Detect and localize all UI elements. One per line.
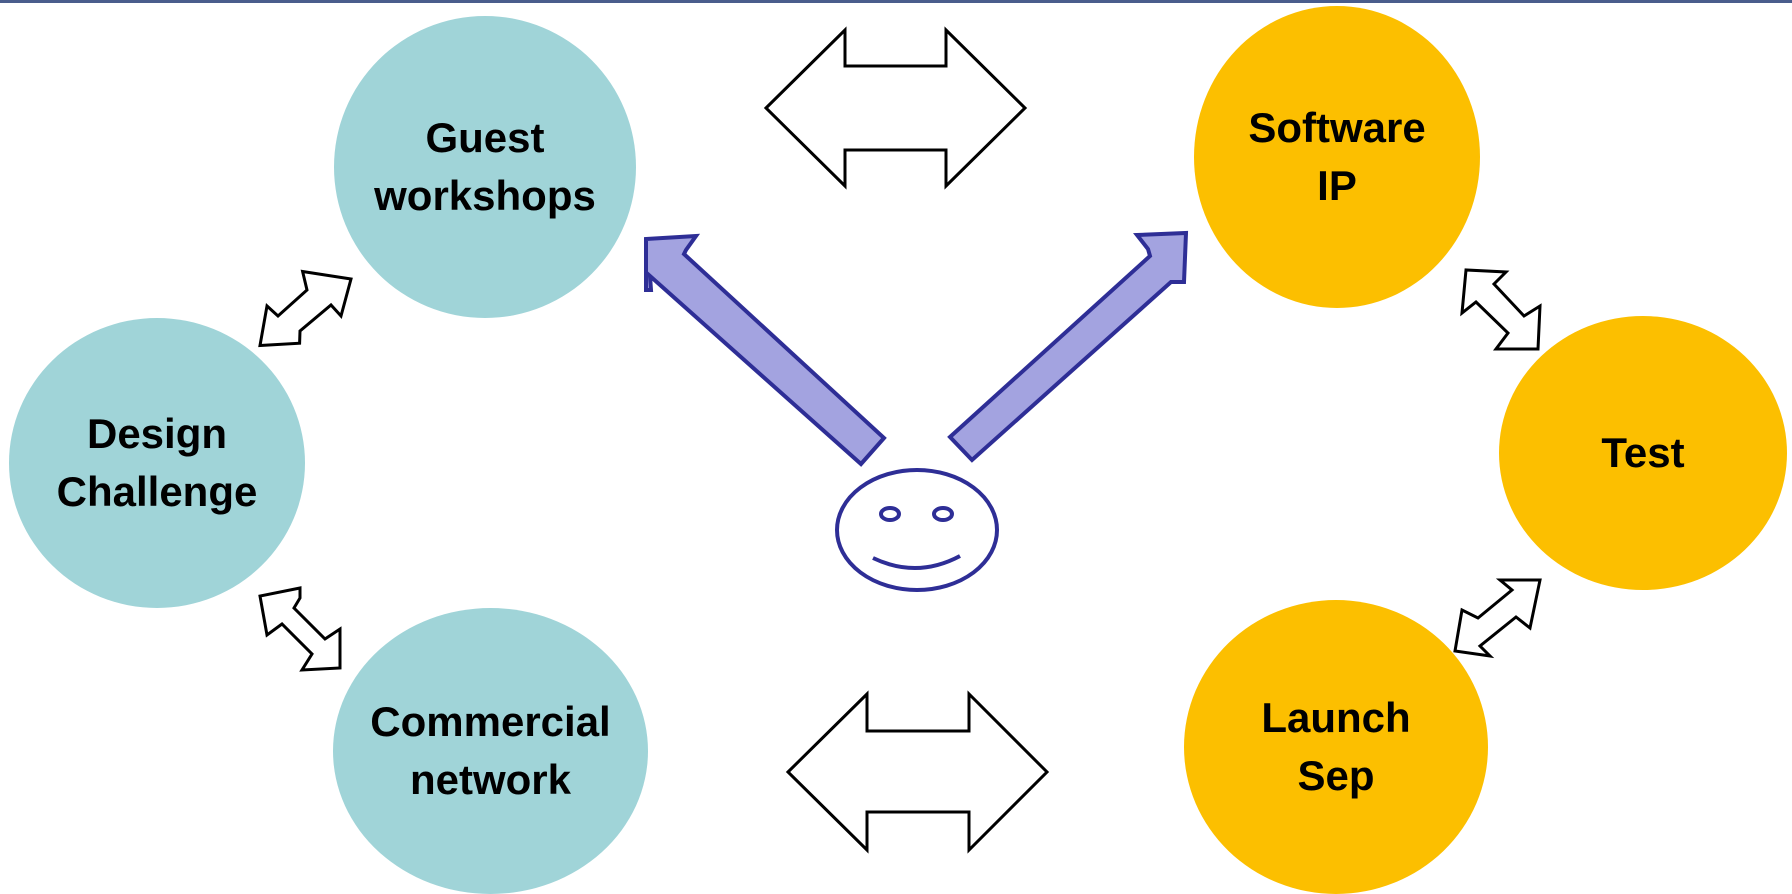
software-test-double-arrow-icon: [1460, 268, 1542, 351]
bottom-double-arrow-icon: [785, 690, 1050, 854]
design-challenge-node: Design Challenge: [9, 318, 305, 608]
face-outline: [835, 468, 999, 592]
smile-mouth: [872, 554, 961, 570]
launch-sep-node: Launch Sep: [1184, 600, 1488, 894]
launch-sep-label: Launch Sep: [1261, 694, 1411, 799]
design-commercial-double-arrow-icon: [258, 586, 342, 672]
commercial-network-label: Commercial network: [370, 698, 611, 803]
software-ip-label: Software IP: [1248, 104, 1426, 209]
test-label: Test: [1601, 429, 1685, 476]
pointer-arrow-to-software-icon: [947, 230, 1189, 463]
left-eye: [879, 506, 901, 522]
top-border-line: [0, 0, 1792, 3]
test-launch-double-arrow-icon: [1453, 578, 1542, 659]
guest-design-double-arrow-icon: [258, 269, 353, 348]
test-node: Test: [1499, 316, 1787, 590]
pointer-arrow-to-guest-icon: [644, 233, 887, 467]
commercial-network-node: Commercial network: [333, 608, 648, 894]
top-double-arrow-icon: [763, 26, 1028, 190]
software-ip-node: Software IP: [1194, 6, 1480, 308]
smiley-face-icon: [835, 468, 999, 592]
guest-workshops-node: Guest workshops: [334, 16, 636, 318]
right-eye: [932, 506, 954, 522]
guest-workshops-label: Guest workshops: [374, 114, 596, 219]
design-challenge-label: Design Challenge: [56, 410, 258, 515]
